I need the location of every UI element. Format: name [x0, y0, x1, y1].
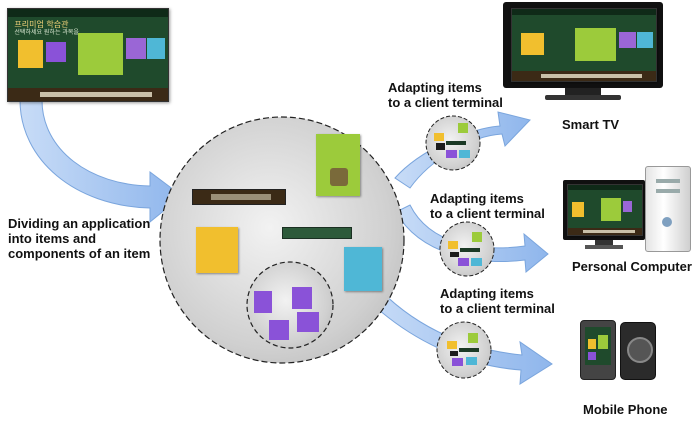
- mobile-phone: [580, 320, 660, 380]
- personal-computer: [563, 166, 693, 256]
- item-search-bar: [192, 189, 286, 205]
- mobile-phone-label: Mobile Phone: [583, 402, 668, 417]
- smart-tv: [503, 2, 663, 102]
- note-green: [78, 32, 124, 76]
- item-yellow-note: [196, 227, 238, 273]
- adapt-label-pc: Adapting items to a client terminal: [430, 191, 545, 221]
- app-bottombar: [8, 88, 168, 101]
- phone-back: [620, 322, 656, 380]
- adapt-label-tv: Adapting items to a client terminal: [388, 80, 503, 110]
- mini-items-tv: [434, 123, 470, 158]
- note-blue: [147, 38, 165, 59]
- component-purple-2: [292, 287, 312, 309]
- app-subtitle: 선택하세요 원하는 과목을: [14, 29, 79, 37]
- item-green-note: [316, 134, 360, 196]
- source-app-screenshot: 프리미엄 학습관 선택하세요 원하는 과목을: [7, 8, 169, 102]
- component-purple-3: [269, 320, 289, 340]
- mini-items-mobile: [447, 333, 479, 366]
- smart-tv-label: Smart TV: [562, 117, 620, 132]
- component-purple-4: [297, 312, 319, 332]
- component-purple-1: [254, 291, 272, 313]
- item-chalk-bar: [282, 227, 352, 239]
- pc-screen: [567, 184, 643, 236]
- divide-arrow: [19, 99, 183, 224]
- app-title: 프리미엄 학습관: [14, 20, 69, 30]
- note-violet: [46, 42, 66, 63]
- app-topbar: [8, 9, 168, 18]
- pc-tower: [645, 166, 691, 252]
- dividing-label: Dividing an application into items and c…: [8, 216, 151, 261]
- adapt-label-mobile: Adapting items to a client terminal: [440, 286, 555, 316]
- note-yellow: [17, 40, 44, 68]
- mini-items-pc: [448, 232, 482, 266]
- personal-computer-label: Personal Computer: [572, 259, 692, 274]
- adapt-arrow-mobile: [367, 289, 553, 385]
- note-purple: [126, 38, 146, 59]
- tv-screen: [511, 8, 657, 82]
- item-blue-note: [344, 247, 382, 291]
